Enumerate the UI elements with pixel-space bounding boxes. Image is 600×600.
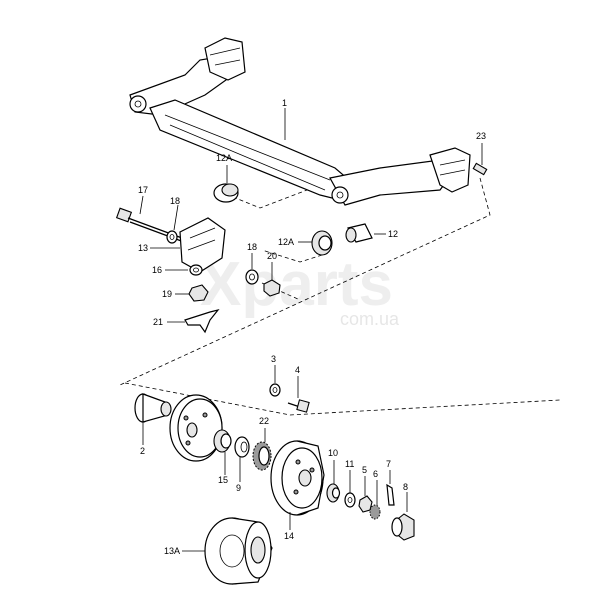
callout-3: 3 bbox=[271, 354, 276, 364]
callout-7: 7 bbox=[386, 459, 391, 469]
part-10-bearing bbox=[326, 460, 341, 503]
part-19-nut bbox=[175, 284, 209, 302]
callout-6: 6 bbox=[373, 469, 378, 479]
callout-2: 2 bbox=[140, 446, 145, 456]
callout-9: 9 bbox=[236, 483, 241, 493]
callout-11: 11 bbox=[345, 459, 354, 469]
part-16-washer bbox=[165, 264, 203, 276]
part-12-bushing bbox=[345, 223, 386, 243]
part-5-nut bbox=[358, 476, 373, 513]
part-13a-wheel-hub bbox=[182, 517, 273, 585]
part-13-bracket bbox=[150, 217, 226, 273]
callout-12: 12 bbox=[388, 229, 398, 239]
part-20-nut bbox=[263, 262, 281, 297]
callout-8: 8 bbox=[403, 482, 408, 492]
callout-21: 21 bbox=[153, 317, 163, 327]
watermark-domain: com.ua bbox=[340, 309, 400, 329]
part-12a-bushing-upper bbox=[213, 165, 239, 203]
callout-23: 23 bbox=[476, 131, 486, 141]
callout-19: 19 bbox=[162, 289, 172, 299]
part-12a-bushing-lower bbox=[298, 230, 333, 256]
part-15-bearing bbox=[213, 429, 232, 475]
callout-labels: 1 23 12A 17 18 12 12A 13 18 20 16 19 21 … bbox=[138, 98, 486, 556]
part-22-sensor-ring bbox=[252, 428, 272, 471]
callout-18-left: 18 bbox=[170, 196, 180, 206]
watermark-brand: Xparts bbox=[200, 250, 393, 319]
callout-15: 15 bbox=[218, 475, 228, 485]
callout-13a: 13A bbox=[164, 546, 180, 556]
callout-18-mid: 18 bbox=[247, 242, 257, 252]
callout-17: 17 bbox=[138, 185, 148, 195]
part-4-bolt bbox=[287, 376, 310, 413]
callout-14: 14 bbox=[284, 531, 294, 541]
callout-16: 16 bbox=[152, 265, 162, 275]
part-11-washer bbox=[344, 470, 356, 508]
watermark: Xparts com.ua bbox=[200, 250, 400, 329]
callout-4: 4 bbox=[295, 365, 300, 375]
part-23-stud bbox=[472, 143, 488, 176]
callout-5: 5 bbox=[362, 465, 367, 475]
part-6-lock-ring bbox=[369, 480, 381, 520]
part-18-washer-left bbox=[166, 204, 179, 244]
callout-12a-lower: 12A bbox=[278, 237, 294, 247]
part-9-seal bbox=[234, 436, 250, 482]
part-21-clip bbox=[167, 308, 220, 334]
part-8-grease-cap bbox=[391, 492, 415, 541]
callout-12a-upper: 12A bbox=[216, 153, 232, 163]
part-7-split-pin bbox=[386, 470, 395, 506]
assembly-guide-lines bbox=[119, 177, 561, 416]
callout-20: 20 bbox=[267, 251, 277, 261]
callout-13: 13 bbox=[138, 243, 148, 253]
rear-axle-beam bbox=[129, 37, 471, 206]
callout-22: 22 bbox=[259, 416, 269, 426]
callout-1: 1 bbox=[282, 98, 287, 108]
part-3-washer bbox=[269, 365, 281, 397]
part-14-brake-drum bbox=[270, 440, 325, 530]
backing-plate bbox=[169, 394, 223, 462]
callout-10: 10 bbox=[328, 448, 338, 458]
part-2-stub-axle bbox=[134, 393, 172, 445]
part-18-washer-mid bbox=[245, 253, 259, 285]
